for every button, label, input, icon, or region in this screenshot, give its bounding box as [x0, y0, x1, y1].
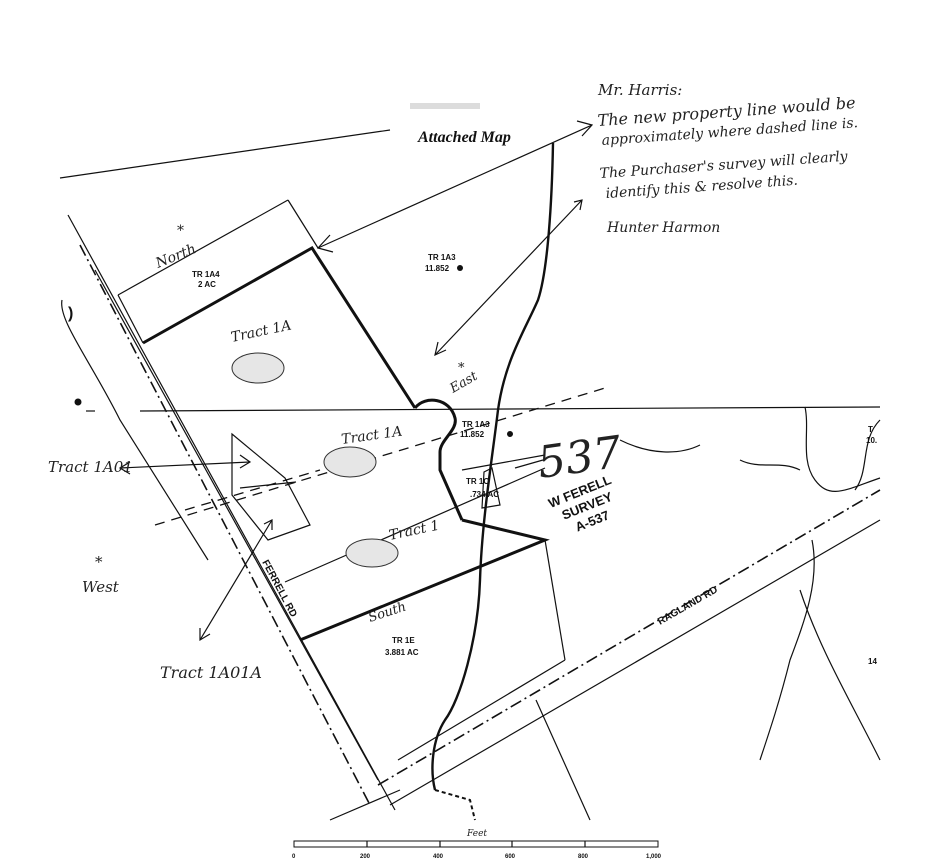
left-marker-dot [74, 398, 82, 406]
note-salutation: Mr. Harris: [597, 81, 682, 99]
scale-bar-box [293, 840, 659, 848]
edge-label-14: 14 [868, 657, 877, 666]
redaction-blob [345, 538, 399, 568]
creek-line [431, 142, 555, 791]
scale-unit: Feet [466, 829, 487, 839]
scale-tick: 400 [433, 854, 444, 860]
tr1a4-name: TR 1A4 [192, 270, 220, 279]
edge-label-t: T [868, 425, 873, 434]
tr1a3-top-area: 11.852 [425, 264, 450, 273]
label-537: 537 [534, 427, 624, 489]
scale-tick: 200 [360, 854, 371, 860]
contour-lines [619, 406, 881, 761]
tr1c-area: .734 AC [470, 490, 499, 499]
pointer-537 [514, 459, 544, 469]
tr1a3-mid-name: TR 1A3 [462, 420, 490, 429]
tr1c-name: TR 1C [466, 477, 489, 486]
map-title: Attached Map [417, 129, 511, 146]
erased-mark [410, 103, 480, 109]
tr1a3-top-name: TR 1A3 [428, 253, 456, 262]
east-star: * [458, 361, 465, 376]
scale-tick: 800 [578, 854, 589, 860]
redaction-blob [231, 352, 285, 384]
dashed-property-line [154, 387, 606, 526]
left-bracket: ) [68, 305, 73, 322]
west-star: * [95, 553, 103, 571]
parcel-lines [59, 129, 881, 821]
label-tract-1a-mid: Tract 1A [340, 424, 403, 448]
scale-tick: 1,000 [646, 854, 662, 860]
redacted-labels [231, 352, 399, 568]
creek-tail [434, 789, 476, 821]
scale-tick: 600 [505, 854, 516, 860]
road-label-ferrell: FERRELL RD [259, 558, 298, 619]
note-arrows [118, 120, 594, 642]
handwritten-note: Mr. Harris: The new property line would … [597, 81, 859, 236]
tr1a3-mid-dot [507, 431, 513, 437]
road-label-ragland: RAGLAND RD [656, 584, 720, 627]
scale-bar: Feet 0 200 400 600 800 1,000 [292, 829, 662, 860]
edge-label-10: 10. [866, 436, 877, 445]
label-north: North [153, 241, 199, 272]
label-tract-1a01a: Tract 1A01A [160, 663, 262, 682]
tract-labels: TR 1A4 2 AC TR 1A3 11.852 TR 1A3 11.852 … [192, 253, 513, 657]
ragland-road [377, 489, 881, 806]
tr1e-name: TR 1E [392, 636, 415, 645]
label-west: West [82, 578, 120, 596]
tr1a3-mid-area: 11.852 [460, 430, 485, 439]
label-tract-1: Tract 1 [388, 518, 441, 544]
tr1a3-top-dot [457, 265, 463, 271]
ferrell-road [61, 214, 396, 811]
tr1a4-area: 2 AC [198, 280, 216, 289]
north-star: * [177, 223, 184, 239]
label-tract-1a-top: Tract 1A [230, 318, 293, 346]
note-signature: Hunter Harmon [606, 220, 720, 236]
redaction-blob [323, 446, 377, 478]
scale-tick: 0 [292, 854, 296, 860]
tr1e-area: 3.881 AC [385, 648, 419, 657]
label-tract-1a01: Tract 1A01 [48, 458, 133, 476]
